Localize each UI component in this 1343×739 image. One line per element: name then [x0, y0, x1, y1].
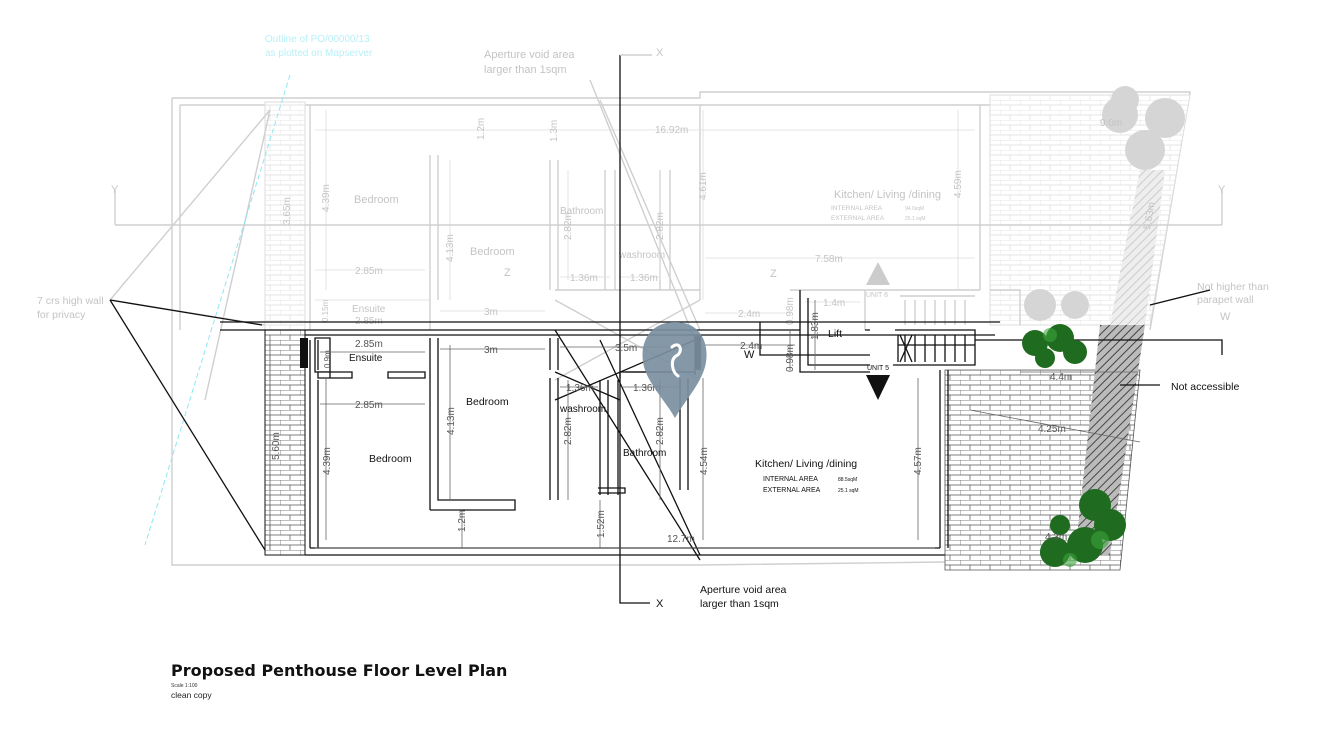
dimension: 2.85m: [355, 339, 383, 350]
dimension: 0.9m: [323, 350, 332, 368]
trees: [1022, 324, 1126, 567]
unit-5-label: UNIT 5: [867, 365, 889, 372]
section-marker-w: W: [1220, 311, 1231, 323]
ghost-dimension: 4.61m: [698, 172, 709, 200]
section-marker-y-left: Y: [111, 184, 119, 196]
outline-note-line1: Outline of PO/00000/13: [265, 34, 370, 45]
north-arrow-icon: [866, 375, 890, 400]
ghost-dimension: 9.0m: [1100, 118, 1122, 129]
ghost-dimension: 1.2m: [476, 118, 487, 140]
dimension: 2.85m: [355, 400, 383, 411]
drawing-scale: Scale 1:100: [171, 683, 198, 689]
dimension: 1.36m: [566, 383, 594, 394]
aperture-note-top-line1: Aperture void area: [484, 49, 575, 61]
ghost-dimension: 4.59m: [953, 170, 964, 198]
ghost-dimension: 2.85m: [355, 266, 383, 277]
not-accessible-note: Not accessible: [1171, 381, 1239, 393]
ghost-dimension: 0.98m: [785, 297, 796, 325]
ghost-external-area-value: 25.1 sqM: [905, 216, 926, 222]
ghost-dimension: 1.36m: [630, 273, 658, 284]
ghost-room-label: Bedroom: [354, 194, 399, 206]
dimension: 4.54m: [699, 447, 710, 475]
unit-6-label: UNIT 6: [866, 292, 888, 299]
dimension: 2.82m: [563, 417, 574, 445]
aperture-note-bottom-line2: larger than 1sqm: [700, 598, 779, 610]
privacy-wall-note-line2: for privacy: [37, 309, 86, 321]
dimension: 1.52m: [596, 510, 607, 538]
ghost-plan: Bedroom Bedroom Bathroom washroom Ensuit…: [109, 79, 1223, 401]
ghost-dimension: 2.82m: [655, 212, 666, 240]
location-marker-icon: [642, 322, 707, 418]
dimension: 4.13m: [446, 407, 457, 435]
dimension: 1.2m: [457, 510, 468, 532]
dimension: 2.4m: [740, 341, 762, 352]
section-marker-x-bottom: X: [656, 598, 664, 610]
dimension: 3m: [484, 345, 498, 356]
external-area-label: EXTERNAL AREA: [763, 487, 821, 494]
kitchen-label: Kitchen/ Living /dining: [755, 458, 857, 470]
ghost-external-area-label: EXTERNAL AREA: [831, 215, 885, 222]
room-label-ensuite: Ensuite: [349, 353, 383, 364]
parapet-note-line2: parapet wall: [1197, 294, 1254, 306]
dimension: 1.36m: [633, 383, 661, 394]
ghost-room-label: Bathroom: [560, 206, 603, 217]
internal-area-label: INTERNAL AREA: [763, 476, 818, 483]
ghost-dimension: 16.92m: [655, 125, 688, 136]
aperture-note-top-line2: larger than 1sqm: [484, 64, 567, 76]
dimension: 0.98m: [785, 344, 796, 372]
ghost-dimension: 4.13m: [445, 234, 456, 262]
parapet-note-line1: Not higher than: [1197, 281, 1269, 293]
dimension: 4.25m: [1038, 424, 1066, 435]
ghost-dimension: 1.4m: [823, 298, 845, 309]
ghost-dimension: 1.36m: [570, 273, 598, 284]
dimension: 4.3m: [1045, 532, 1067, 543]
section-marker-z: Z: [770, 268, 777, 280]
ghost-dimension: 3m: [484, 307, 498, 318]
outline-note-line2: as plotted on Mapserver: [265, 48, 373, 59]
ghost-dimension: 3.65m: [282, 197, 293, 225]
section-marker-y-right: Y: [1218, 184, 1226, 196]
ghost-room-label: Bedroom: [470, 246, 515, 258]
room-label-lift: Lift: [828, 328, 842, 340]
room-label-bedroom: Bedroom: [466, 396, 509, 408]
section-marker-x-top: X: [656, 47, 664, 59]
section-marker-z: Z: [504, 267, 511, 279]
dimension: 3.5m: [615, 343, 637, 354]
ghost-dimension: 0.15m: [321, 299, 330, 322]
ghost-kitchen-label: Kitchen/ Living /dining: [834, 189, 941, 201]
ghost-internal-area-value: 94.0sqM: [905, 206, 924, 212]
privacy-wall-note-line1: 7 crs high wall: [37, 295, 104, 307]
drawing-title: Proposed Penthouse Floor Level Plan: [171, 661, 507, 680]
ghost-dimension: 7.58m: [815, 254, 843, 265]
room-label-washroom: washroom: [559, 404, 606, 415]
dimension: 5.60m: [271, 432, 282, 460]
dimension: 1.83m: [810, 312, 821, 340]
penthouse-plan: Ensuite Bedroom washroom Bedroom Bathroo…: [109, 55, 1223, 604]
ghost-internal-area-label: INTERNAL AREA: [831, 205, 883, 212]
ghost-dimension: 2.82m: [563, 212, 574, 240]
internal-area-value: 88.5sqM: [838, 477, 857, 483]
dimension: 4.4m: [1050, 372, 1072, 383]
ghost-room-label: washroom: [618, 250, 665, 261]
aperture-note-bottom-line1: Aperture void area: [700, 584, 787, 596]
ghost-dimension: 1.3m: [549, 120, 560, 142]
external-area-value: 25.1 sqM: [838, 488, 859, 494]
drawing-note: clean copy: [171, 690, 212, 700]
dimension: 2.82m: [655, 417, 666, 445]
mapserver-outline: [144, 74, 291, 546]
dimension: 12.7m: [667, 534, 695, 545]
ghost-dimension: 4.39m: [321, 184, 332, 212]
room-label-bedroom: Bedroom: [369, 453, 412, 465]
ghost-room-label: Ensuite: [352, 304, 386, 315]
section-marker-w: W: [744, 349, 755, 361]
ghost-dimension: 5.63m: [1142, 201, 1158, 230]
dimension: 4.57m: [913, 447, 924, 475]
ghost-dimension: 2.4m: [738, 309, 760, 320]
room-label-bathroom: Bathroom: [623, 448, 666, 459]
dimension: 4.39m: [322, 447, 333, 475]
